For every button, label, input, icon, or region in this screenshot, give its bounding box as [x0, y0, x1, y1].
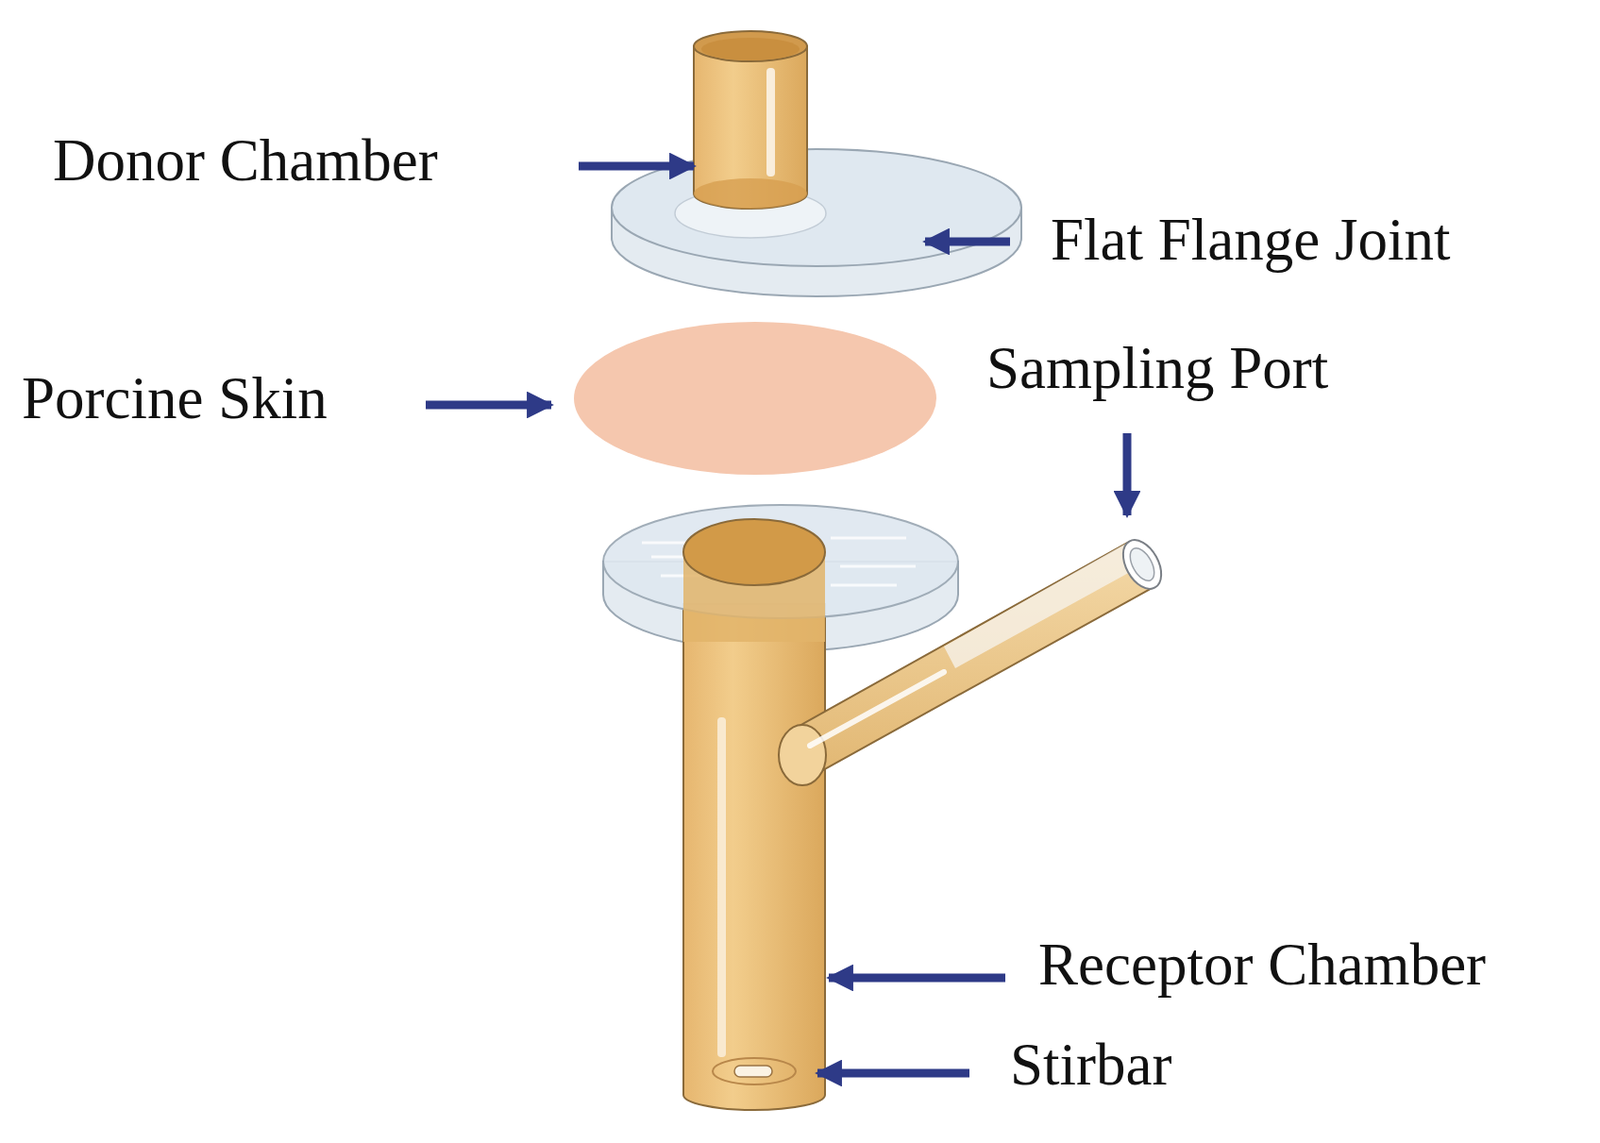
part-label: Porcine Skin — [21, 364, 328, 433]
part-label: Stirbar — [1010, 1030, 1172, 1099]
part-label: Sampling Port — [986, 334, 1329, 403]
receptor-chamber — [603, 505, 1169, 1111]
stirbar — [734, 1065, 773, 1078]
leader-arrows — [425, 166, 1128, 1074]
part-label: Receptor Chamber — [1038, 930, 1486, 999]
part-label: Donor Chamber — [52, 126, 438, 195]
porcine-skin — [573, 321, 937, 475]
part-label: Flat Flange Joint — [1050, 205, 1451, 274]
